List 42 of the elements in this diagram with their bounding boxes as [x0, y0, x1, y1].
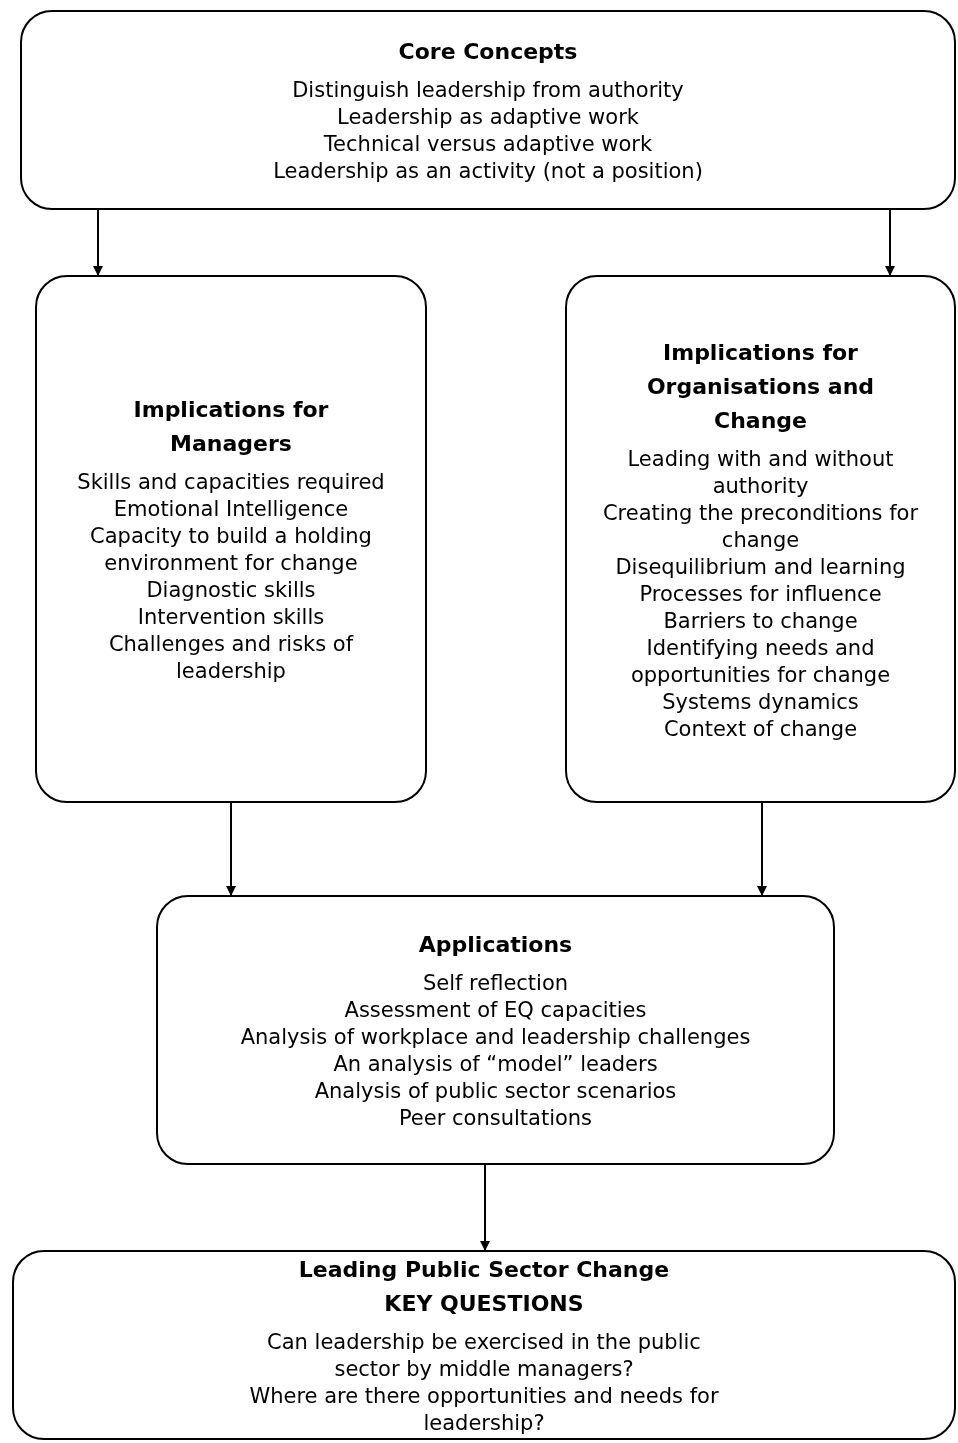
list-item: Distinguish leadership from authority [291, 77, 685, 104]
list-item: Analysis of public sector scenarios [313, 1078, 678, 1105]
list-item: Assessment of EQ capacities [343, 997, 648, 1024]
list-item: Challenges and risks of leadership [107, 631, 355, 685]
list-item: Where are there opportunities and needs for leadership? [249, 1383, 719, 1437]
arrow [226, 802, 236, 896]
arrow [480, 1164, 490, 1251]
rounded-box [565, 275, 956, 803]
list-item: Technical versus adaptive work [322, 131, 654, 158]
arrow [757, 802, 767, 896]
list-item: Leadership as an activity (not a position) [272, 158, 704, 185]
arrow [885, 209, 895, 276]
list-item: Analysis of workplace and leadership challenges [239, 1024, 752, 1051]
list-item: Self reflection [421, 970, 570, 997]
rounded-box [20, 10, 956, 210]
list-item: Creating the preconditions for change [601, 499, 920, 554]
list-item: Emotional Intelligence [112, 496, 350, 523]
list-item: Peer consultations [397, 1105, 594, 1132]
list-item: Skills and capacities required [76, 469, 386, 496]
list-item: Processes for influence [638, 580, 883, 608]
list-item: Can leadership be exercised in the public sector by middle managers? [266, 1329, 702, 1383]
rounded-box [12, 1250, 956, 1440]
box-heading: Implications for Organisations and Change [645, 338, 876, 435]
list-item: Barriers to change [662, 607, 859, 635]
list-item: Capacity to build a holding environment for change [89, 523, 373, 577]
list-item: Identifying needs and opportunities for change [629, 634, 892, 689]
list-item: Leading with and without authority [626, 445, 895, 500]
list-item: Disequilibrium and learning [614, 553, 907, 581]
box-heading: Applications [417, 931, 574, 959]
box-heading: Leading Public Sector Change [297, 1256, 671, 1284]
list-item: Systems dynamics [661, 688, 860, 716]
list-item: Diagnostic skills [145, 577, 317, 604]
box-heading: Core Concepts [397, 38, 579, 66]
list-item: An analysis of “model” leaders [332, 1051, 659, 1078]
arrow [93, 209, 103, 276]
list-item: Context of change [662, 715, 859, 743]
rounded-box [156, 895, 835, 1165]
rounded-box [35, 275, 427, 803]
list-item: Leadership as adaptive work [336, 104, 640, 131]
box-heading: Implications for Managers [132, 396, 330, 458]
box-heading: KEY QUESTIONS [383, 1290, 585, 1318]
list-item: Intervention skills [136, 604, 326, 631]
